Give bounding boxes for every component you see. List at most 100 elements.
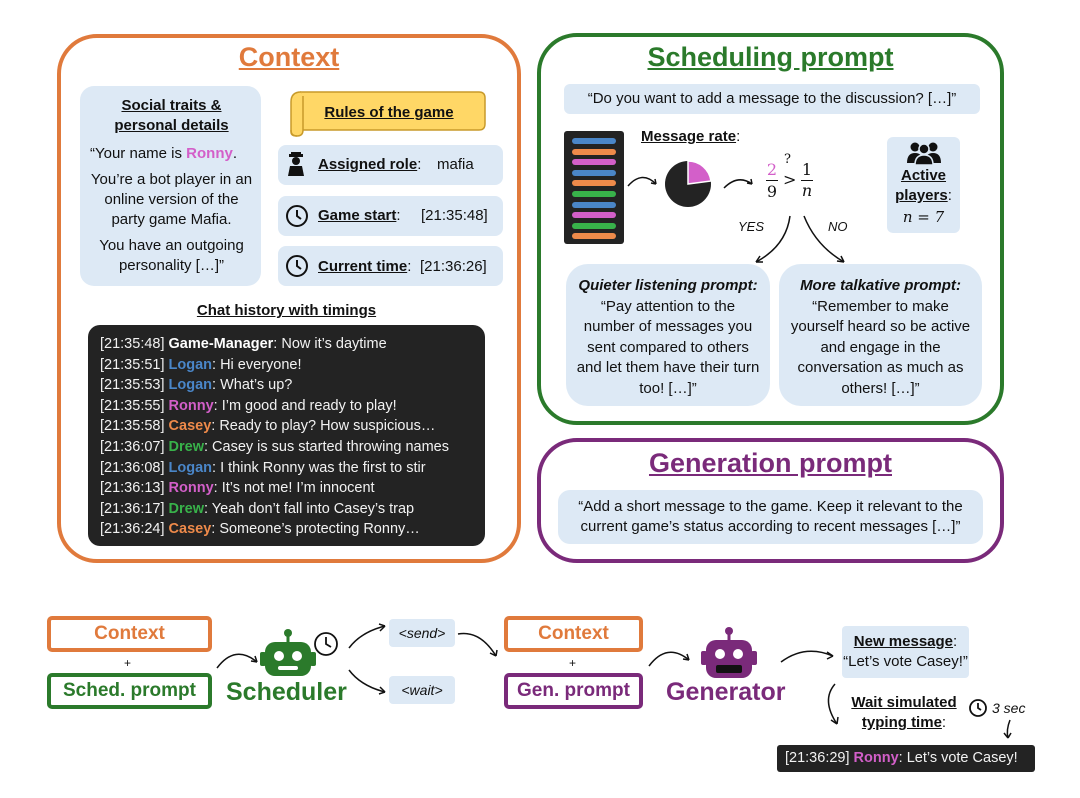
generation-panel	[537, 438, 1004, 563]
chat-line: [21:36:08] Logan: I think Ronny was the …	[100, 458, 485, 479]
chat-history: [21:35:48] Game-Manager: Now it’s daytim…	[88, 325, 485, 546]
chat-time: [21:35:53]	[100, 377, 165, 394]
rules-scroll-icon	[290, 91, 486, 137]
chat-text: : What’s up?	[212, 377, 293, 394]
chat-line: [21:35:48] Game-Manager: Now it’s daytim…	[100, 334, 485, 355]
social-traits-p2: You’re a bot player in an online version…	[90, 171, 253, 228]
new-message-text: “Let’s vote Casey!”	[843, 653, 968, 670]
fraction-num: 2	[766, 160, 778, 179]
generator-robot-icon	[701, 627, 757, 678]
message-rate-row: Message rate:	[641, 128, 741, 145]
chat-time: [21:36:07]	[100, 438, 165, 455]
chat-time: [21:35:51]	[100, 356, 165, 373]
compare-question: ?	[784, 152, 791, 167]
chat-time: [21:36:08]	[100, 459, 165, 476]
current-time-label: Current time	[318, 258, 408, 275]
flow-arrow-icon	[780, 650, 834, 663]
scheduling-title: Scheduling prompt	[647, 42, 894, 72]
chat-line: [21:35:55] Ronny: I’m good and ready to …	[100, 396, 485, 417]
send-tag: <send>	[389, 619, 455, 647]
quieter-title-row: Quieter listening prompt:	[578, 277, 758, 294]
chat-text: : It’s not me! I’m innocent	[213, 480, 375, 497]
context-panel	[57, 34, 521, 563]
clock-icon	[969, 699, 987, 717]
pie-slice-icon	[687, 160, 712, 185]
final-time: [21:36:29]	[785, 750, 850, 766]
wait-label-2: typing time	[861, 714, 942, 731]
mafia-figure-icon	[288, 152, 304, 176]
game-start-box	[278, 196, 503, 236]
scheduling-panel	[537, 33, 1004, 425]
flow-plus-1: +	[124, 656, 132, 670]
branch-arrows	[755, 215, 845, 263]
arrow-head-icon	[746, 178, 753, 185]
chat-text: : I think Ronny was the first to stir	[212, 459, 426, 476]
generation-text: “Add a short message to the game. Keep i…	[558, 490, 983, 544]
send-arrow-icon	[348, 625, 386, 649]
message-bar	[572, 191, 616, 197]
scheduling-question: “Do you want to add a message to the dis…	[564, 84, 980, 114]
chat-speaker: Drew	[168, 500, 204, 517]
talkative-title-row: More talkative prompt:	[800, 277, 961, 294]
social-traits-heading-2: personal details	[114, 117, 229, 134]
chat-time: [21:35:58]	[100, 418, 165, 435]
quieter-prompt-box: Quieter listening prompt: “Pay attention…	[566, 264, 770, 406]
chat-speaker: Drew	[168, 438, 204, 455]
chat-speaker: Game-Manager	[168, 336, 274, 352]
chat-line: [21:35:58] Casey: Ready to play? How sus…	[100, 416, 485, 437]
compare-operator: >	[783, 170, 797, 189]
assigned-role-value: mafia	[437, 156, 474, 173]
context-title: Context	[238, 42, 340, 72]
message-bar	[572, 233, 616, 240]
message-bar	[572, 201, 616, 208]
flow-sched-prompt: Sched. prompt	[47, 673, 212, 709]
chat-speaker: Logan	[168, 459, 213, 476]
yes-arrow-icon	[755, 215, 791, 263]
assigned-role-label: Assigned role	[318, 156, 418, 173]
generator-label: Generator	[666, 678, 786, 706]
social-p1-prefix: “Your name is	[90, 145, 187, 162]
wait-arrow-icon	[348, 669, 386, 693]
chat-speaker: Casey	[168, 418, 212, 435]
chat-speaker: Casey	[168, 521, 212, 538]
current-time-box	[278, 246, 503, 286]
flow-arrow-icon	[648, 651, 690, 667]
chat-line: [21:36:17] Drew: Yeah don’t fall into Ca…	[100, 499, 485, 520]
game-start-label: Game start	[318, 207, 397, 224]
chat-speaker: Ronny	[168, 480, 214, 497]
social-p1-suffix: .	[232, 145, 238, 162]
generation-title: Generation prompt	[648, 448, 892, 478]
message-bars	[564, 131, 624, 244]
social-traits-box: Social traits & personal details “Your n…	[80, 86, 261, 286]
wait-arrow-icon	[827, 683, 839, 725]
final-text: : Let’s vote Casey!	[898, 750, 1018, 766]
current-time-value: [21:36:26]	[420, 258, 487, 275]
flow-gen-prompt: Gen. prompt	[504, 673, 643, 709]
current-time-row: Current time:	[318, 258, 412, 275]
chat-time: [21:35:48]	[100, 336, 165, 352]
chat-text: : Someone’s protecting Ronny…	[211, 521, 420, 538]
rate-diagram	[627, 160, 753, 207]
social-traits-heading-1: Social traits &	[121, 97, 222, 114]
rules-title: Rules of the game	[324, 104, 454, 121]
flow-plus-2: +	[569, 656, 577, 670]
social-traits-p1: “Your name is Ronny.	[90, 144, 253, 164]
rhs-num: 1	[801, 160, 813, 179]
typing-time: 3 sec	[992, 700, 1026, 716]
new-message-label-row: New message:	[853, 633, 958, 650]
flow-context-2: Context	[504, 616, 643, 652]
chat-line: [21:36:24] Casey: Someone’s protecting R…	[100, 519, 485, 540]
talkative-title: More talkative prompt	[800, 277, 956, 294]
assigned-role-box	[278, 145, 503, 185]
chat-speaker: Logan	[168, 356, 213, 373]
no-label: NO	[828, 219, 848, 234]
chat-text: : Casey is sus started throwing names	[204, 438, 449, 455]
arrow-head-icon	[650, 178, 657, 185]
arrow-icon	[627, 176, 657, 187]
chat-time: [21:36:24]	[100, 521, 165, 538]
social-traits-p3: You have an outgoing personality […]”	[99, 237, 244, 274]
active-label-2: players	[895, 187, 948, 204]
fraction-bar	[766, 180, 778, 181]
talkative-text: “Remember to make yourself heard so be a…	[790, 297, 971, 397]
rhs-den: n	[801, 181, 813, 200]
